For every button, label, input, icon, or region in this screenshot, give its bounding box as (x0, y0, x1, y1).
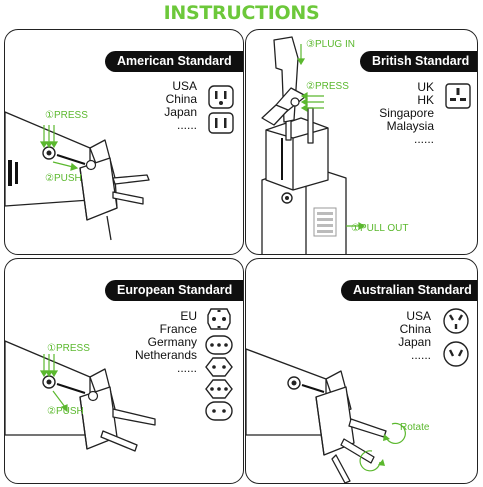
euro-three-pin-socket-icon (205, 335, 233, 355)
british-adapter-illustration (261, 36, 366, 254)
american-standard-panel: American Standard USA China Japan ......… (4, 29, 244, 255)
step-pull-out-label: ①PULL OUT (351, 223, 409, 234)
american-country-list: USA China Japan ...... (164, 80, 197, 132)
country-label: France (159, 322, 197, 336)
american-standard-header: American Standard (105, 51, 243, 72)
british-standard-header: British Standard (360, 51, 477, 72)
country-label: Germany (147, 335, 197, 349)
australian-two-pin-socket-icon (443, 341, 469, 367)
british-socket-icon (445, 83, 471, 109)
step-rotate-label: Rotate (400, 422, 430, 433)
country-label: ...... (176, 118, 197, 132)
country-label: Singapore (379, 106, 434, 120)
american-two-pin-socket-icon (208, 112, 234, 134)
country-label: USA (406, 309, 431, 323)
country-label: Netherands (134, 348, 197, 362)
euro-oval-socket-icon (205, 401, 233, 421)
european-standard-header: European Standard (105, 280, 243, 301)
euro-schuko-socket-icon (207, 308, 231, 330)
step-plug-in-label: ③PLUG IN (306, 39, 355, 50)
country-label: USA (172, 79, 197, 93)
step-push-label: ②PUSH (45, 173, 82, 184)
british-country-list: UK HK Singapore Malaysia ...... (379, 81, 434, 146)
country-label: ...... (410, 348, 431, 362)
country-label: UK (417, 80, 434, 94)
country-label: EU (180, 309, 197, 323)
american-grounded-socket-icon (208, 85, 234, 109)
australian-standard-header: Australian Standard (341, 280, 477, 301)
country-label: Japan (164, 105, 197, 119)
australian-three-pin-socket-icon (443, 308, 469, 334)
country-label: ...... (413, 132, 434, 146)
country-label: China (165, 92, 197, 106)
euro-hexagon-socket-icon (205, 379, 233, 399)
country-label: Japan (398, 335, 431, 349)
country-label: ...... (176, 361, 197, 375)
australian-standard-panel: Australian Standard USA China Japan ....… (245, 258, 478, 484)
step-press-label: ①PRESS (45, 110, 88, 121)
australian-country-list: USA China Japan ...... (398, 310, 431, 362)
euro-two-pin-socket-icon (205, 357, 233, 377)
european-standard-panel: European Standard EU France Germany Neth… (4, 258, 244, 484)
european-country-list: EU France Germany Netherands ...... (135, 310, 197, 375)
step-press-label: ①PRESS (47, 343, 90, 354)
country-label: Malaysia (386, 119, 434, 133)
country-label: HK (417, 93, 434, 107)
step-push-label: ②PUSH (47, 406, 84, 417)
american-adapter-illustration (5, 111, 150, 241)
step-press-label: ②PRESS (306, 81, 349, 92)
european-adapter-illustration (5, 340, 156, 452)
country-label: China (399, 322, 431, 336)
australian-adapter-illustration (246, 348, 406, 483)
british-standard-panel: British Standard UK HK Singapore Malaysi… (245, 29, 478, 255)
page-title: INSTRUCTIONS (163, 2, 320, 24)
